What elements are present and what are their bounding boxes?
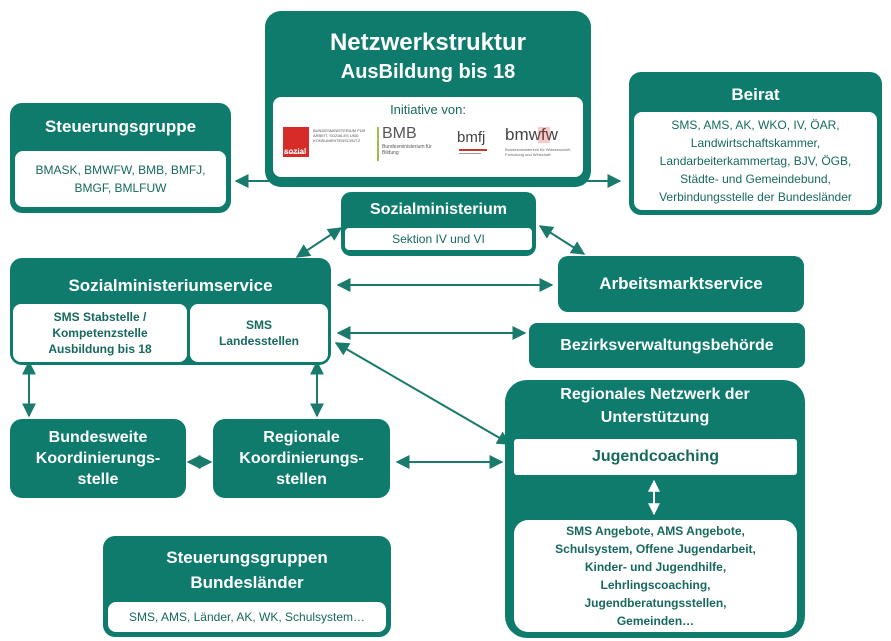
bundesweite-line3: stelle xyxy=(77,471,119,488)
initiative-panel: Initiative von: sozial MINISTERIUM BUNDE… xyxy=(273,97,583,177)
beirat-title: Beirat xyxy=(731,85,780,104)
steuerungsgruppe-box: Steuerungsgruppe BMASK, BMWFW, BMB, BMFJ… xyxy=(10,103,231,213)
steuerungsgruppen-laender-members: SMS, AMS, Länder, AK, WK, Schulsystem… xyxy=(108,602,386,632)
bundesweite-line1: Bundesweite xyxy=(48,429,148,446)
steuerungsgruppe-members-line2: BMGF, BMLFUW xyxy=(74,181,167,195)
sms-landesstellen-line1: SMS xyxy=(245,318,272,332)
beirat-members: SMS, AMS, AK, WKO, IV, ÖAR, Landwirtscha… xyxy=(634,112,877,210)
bezirksverwaltung-title: Bezirksverwaltungsbehörde xyxy=(560,336,774,354)
steuerungsgruppe-title: Steuerungsgruppe xyxy=(44,117,197,136)
offers-line2: Schulsystem, Offene Jugendarbeit, xyxy=(555,542,756,556)
offers-line4: Lehrlingscoaching, xyxy=(600,578,711,592)
regionale-line3: stellen xyxy=(276,471,327,488)
beirat-line2: Landwirtschaftskammer, xyxy=(690,136,821,150)
steuerungsgruppe-members: BMASK, BMWFW, BMB, BMFJ, BMGF, BMLFUW xyxy=(15,151,226,207)
beirat-line3: Landarbeiterkammertag, BJV, ÖGB, xyxy=(659,154,852,168)
bmfj-logo: bmfj xyxy=(457,129,497,165)
offers-line6: Gemeinden… xyxy=(616,614,695,628)
arbeitsmarktservice-title: Arbeitsmarktservice xyxy=(599,274,763,293)
beirat-line5: Verbindungsstelle der Bundesländer xyxy=(659,190,852,204)
sms-stabstelle: SMS Stabstelle / Kompetenzstelle Ausbild… xyxy=(13,304,187,362)
sozialministeriumservice-box: Sozialministeriumservice SMS Stabstelle … xyxy=(10,258,331,365)
bundesweite-box: Bundesweite Koordinierungs- stelle xyxy=(10,419,186,498)
bmb-logo: BMB Bundesministerium für Bildung xyxy=(377,125,447,169)
sms-stabstelle-line3: Ausbildung bis 18 xyxy=(48,342,152,356)
sms-landesstellen-line2: Landesstellen xyxy=(218,334,300,348)
sozialministerium-logo: sozial MINISTERIUM BUNDESMINISTERIUM FÜR… xyxy=(283,127,373,167)
regionales-netzwerk-title-line1: Regionales Netzwerk der xyxy=(560,386,750,403)
sozial-logo-word: sozial xyxy=(284,147,307,156)
regionale-line1: Regionale xyxy=(263,429,340,446)
sozialministerium-section: Sektion IV und VI xyxy=(345,228,532,250)
offers-line1: SMS Angebote, AMS Angebote, xyxy=(566,524,745,538)
sozialministerium-title: Sozialministerium xyxy=(370,201,507,218)
sozialministeriumservice-title: Sozialministeriumservice xyxy=(68,276,273,295)
sms-stabstelle-line2: Kompetenzstelle xyxy=(52,326,148,340)
header-subtitle: AusBildung bis 18 xyxy=(340,61,516,83)
bmwfw-logo-sub: Bundesministerium für Wissenschaft, Fors… xyxy=(505,147,571,157)
sozial-logo-text: BUNDESMINISTERIUM FÜR ARBEIT, SOZIALES U… xyxy=(313,128,366,143)
steuerungsgruppen-laender-title-line2: Bundesländer xyxy=(190,573,304,592)
bezirksverwaltung-box: Bezirksverwaltungsbehörde xyxy=(529,323,805,368)
steuerungsgruppen-laender-box: Steuerungsgruppen Bundesländer SMS, AMS,… xyxy=(103,536,391,637)
regionales-netzwerk-box: Regionales Netzwerk der Unterstützung Ju… xyxy=(505,380,805,638)
initiative-label: Initiative von: xyxy=(390,102,466,117)
jugendcoaching-offers-arrow xyxy=(648,479,660,516)
header-box: Netzwerkstruktur AusBildung bis 18 Initi… xyxy=(265,11,591,187)
jugendcoaching: Jugendcoaching xyxy=(514,439,797,475)
sms-stabstelle-line1: SMS Stabstelle / xyxy=(53,310,147,324)
beirat-line4: Städte- und Gemeindebund, xyxy=(680,172,831,186)
beirat-line1: SMS, AMS, AK, WKO, IV, ÖAR, xyxy=(671,118,840,132)
bmwfw-logo: bmwfw Bundesministerium für Wissenschaft… xyxy=(505,125,581,169)
steuerungsgruppe-members-line1: BMASK, BMWFW, BMB, BMFJ, xyxy=(35,163,206,177)
regionales-netzwerk-title-line2: Unterstützung xyxy=(600,409,710,426)
regionale-angebote: SMS Angebote, AMS Angebote, Schulsystem,… xyxy=(514,520,797,632)
steuerungsgruppen-laender-title-line1: Steuerungsgruppen xyxy=(166,548,328,567)
arrow-sozmin-ams xyxy=(538,225,586,255)
bundesweite-line2: Koordinierungs- xyxy=(35,450,161,467)
bmfj-logo-text: bmfj xyxy=(457,129,486,146)
arbeitsmarktservice-box: Arbeitsmarktservice xyxy=(558,256,804,312)
bmb-logo-text: Bundesministerium für Bildung xyxy=(382,144,432,156)
regionale-box: Regionale Koordinierungs- stellen xyxy=(213,419,390,498)
beirat-box: Beirat SMS, AMS, AK, WKO, IV, ÖAR, Landw… xyxy=(629,72,882,215)
regionale-line2: Koordinierungs- xyxy=(239,450,364,467)
offers-line5: Jugendberatungsstellen, xyxy=(584,596,727,610)
arrow-sozmin-sms xyxy=(295,227,343,258)
offers-line3: Kinder- und Jugendhilfe, xyxy=(584,560,727,574)
sms-landesstellen: SMS Landesstellen xyxy=(190,304,328,362)
sozial-logo-sub: MINISTERIUM xyxy=(284,151,304,155)
bmwfw-logo-text: bmwfw xyxy=(505,125,558,144)
sozialministerium-box: Sozialministerium Sektion IV und VI xyxy=(341,192,536,256)
header-title: Netzwerkstruktur xyxy=(329,29,527,56)
bmb-logo-title: BMB xyxy=(382,125,417,142)
